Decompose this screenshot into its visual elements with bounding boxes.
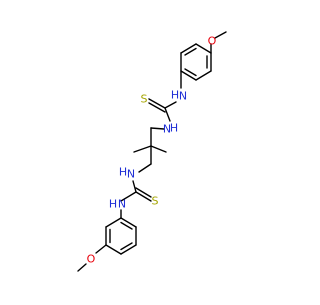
top-thione-sulfur: S <box>141 93 148 106</box>
c-n-bond <box>120 191 137 202</box>
top-aryl-nh: H N <box>171 89 187 103</box>
methyl-bond <box>133 145 152 153</box>
methyl-bond <box>150 145 167 153</box>
bottom-aryl-nh: H N <box>109 198 126 211</box>
sulfur-label: S <box>141 93 148 106</box>
ring-bond <box>120 217 137 228</box>
nitrogen-label: N <box>127 168 135 181</box>
top-methoxy-oxygen: O <box>208 35 217 48</box>
ch2-n-bond <box>138 163 152 173</box>
nitrogen-label: N <box>179 90 187 103</box>
ring-double-bond <box>184 47 197 56</box>
hydrogen-label: H <box>170 122 178 135</box>
molecule-canvas: O H N S H N H N S H N O <box>77 31 227 272</box>
ring-bond <box>120 244 137 255</box>
bottom-thione-sulfur: S <box>152 195 159 208</box>
n-c-bond <box>164 101 177 109</box>
oxygen-label: O <box>87 253 96 266</box>
methyl-bond <box>77 263 87 272</box>
hydrogen-label: H <box>171 89 179 102</box>
nitrogen-label: N <box>118 198 126 211</box>
nitrogen-label: N <box>163 123 171 136</box>
structure-diagram: O H N S H N H N S H N O <box>77 31 227 272</box>
n-ch2-bond <box>150 127 165 130</box>
hydrogen-label: H <box>109 198 117 211</box>
sulfur-label: S <box>152 195 159 208</box>
c-n-bond <box>164 107 171 122</box>
ring-double-bond <box>120 221 133 230</box>
ring-double-bond <box>120 242 133 251</box>
methoxy-bond <box>95 244 107 254</box>
c-s-double-bond <box>135 191 152 202</box>
ring-bond <box>195 70 212 81</box>
bottom-chain-nh: H N <box>119 166 135 181</box>
oxygen-label: O <box>208 35 217 48</box>
top-chain-nh: H N <box>163 122 178 136</box>
ring-bond <box>195 43 212 54</box>
ring-bond <box>105 244 122 255</box>
ring-bond <box>105 217 122 228</box>
ring-double-bond <box>184 68 197 77</box>
c-s-double-bond <box>135 187 152 198</box>
methyl-bond <box>214 31 227 39</box>
c-s-double-bond <box>148 98 166 109</box>
bottom-benzene-ring <box>105 217 137 255</box>
bottom-methoxy-oxygen: O <box>87 253 96 266</box>
ring-bond <box>180 43 197 54</box>
hydrogen-label: H <box>119 166 127 179</box>
top-benzene-ring <box>180 43 212 81</box>
c-s-double-bond <box>148 102 166 113</box>
ring-bond <box>180 70 197 81</box>
n-c-bond <box>132 180 137 193</box>
